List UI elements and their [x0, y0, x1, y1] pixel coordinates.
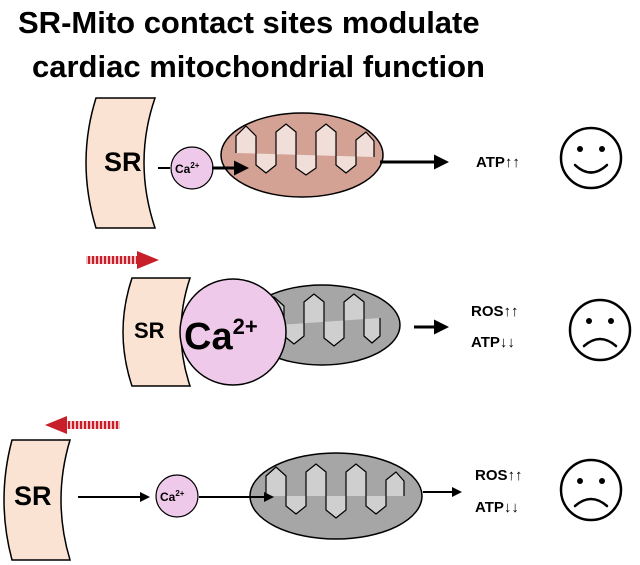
sr-membrane [3, 439, 72, 561]
calcium-label: Ca2+ [160, 489, 185, 504]
panel-decreased-contact: SR Ca2+ ROS↑↑ ATP↓↓ [3, 416, 623, 561]
sr-label: SR [134, 318, 165, 343]
mitochondrion [220, 112, 384, 198]
sr-label: SR [14, 481, 52, 511]
outcome-ros-up: ROS↑↑ [475, 467, 523, 484]
sad-face-icon [559, 458, 623, 522]
calcium-label: Ca2+ [175, 161, 200, 176]
calcium-ion [155, 474, 199, 518]
calcium-label: Ca2+ [184, 314, 258, 358]
panel-increased-contact: SR Ca2+ ROS↑↑ ATP↓↓ [86, 251, 632, 387]
shift-left-arrow [45, 416, 120, 434]
sad-face-icon [568, 298, 632, 362]
panel-normal: SR Ca2+ ATP↑↑ [85, 97, 623, 229]
sr-label: SR [104, 147, 142, 177]
sr-membrane [85, 97, 157, 229]
outcome-atp-up: ATP↑↑ [476, 154, 520, 171]
sr-membrane [122, 277, 192, 387]
outcome-ros-up: ROS↑↑ [471, 303, 519, 320]
calcium-ion-large [179, 278, 287, 386]
outcome-atp-down: ATP↓↓ [475, 499, 519, 516]
outcome-atp-down: ATP↓↓ [471, 334, 515, 351]
mitochondrion [249, 452, 423, 540]
happy-face-icon [559, 126, 623, 190]
title-line-2: cardiac mitochondrial function [32, 49, 485, 84]
shift-right-arrow [86, 251, 159, 269]
title-line-1: SR-Mito contact sites modulate [18, 5, 480, 40]
